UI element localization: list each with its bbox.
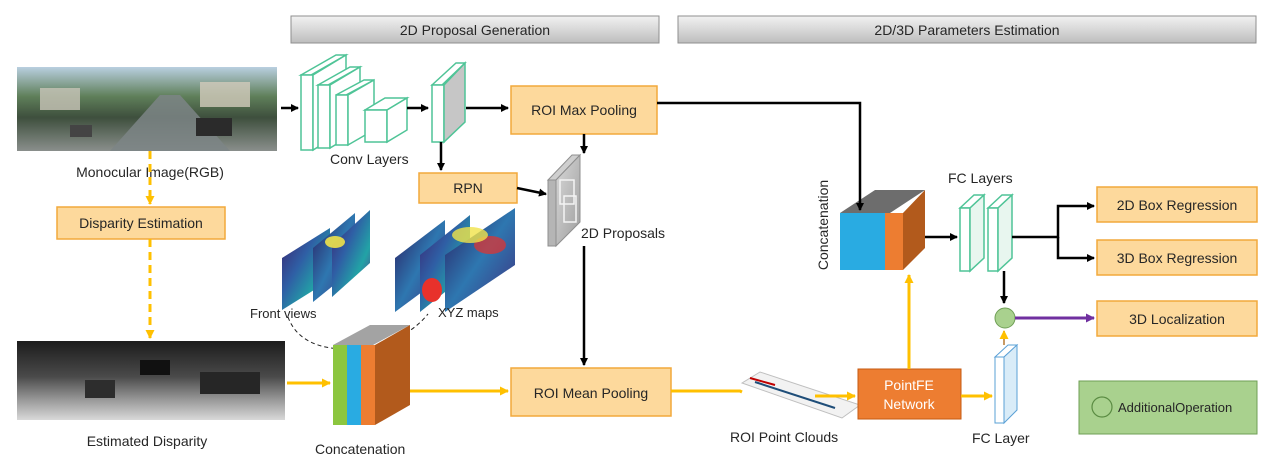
- box-2d-regression: 2D Box Regression: [1096, 186, 1258, 223]
- box-2d-regression-label: 2D Box Regression: [1117, 197, 1238, 213]
- yellow-arrows: [145, 151, 993, 401]
- bottom-concatenation-label: Concatenation: [315, 441, 405, 457]
- front-views-maps: [282, 210, 370, 310]
- localization-3d: 3D Localization: [1096, 300, 1258, 337]
- header-proposal-generation: 2D Proposal Generation: [290, 15, 660, 44]
- xyz-maps-label: XYZ maps: [438, 305, 499, 320]
- fc-layers-label: FC Layers: [948, 170, 1013, 186]
- disparity-estimation-label: Disparity Estimation: [79, 215, 203, 231]
- rpn-box: RPN: [418, 172, 518, 204]
- proposals-2d-graphic: [546, 153, 582, 248]
- right-concatenation-block: [840, 190, 925, 270]
- box-3d-regression: 3D Box Regression: [1096, 239, 1258, 276]
- roi-point-clouds-label: ROI Point Clouds: [730, 429, 838, 445]
- conv-layers-label: Conv Layers: [330, 151, 409, 167]
- monocular-image: [17, 67, 277, 151]
- rpn-label: RPN: [453, 180, 483, 196]
- pointfe-label-line1: PointFE: [884, 377, 934, 393]
- roi-mean-pooling-label: ROI Mean Pooling: [534, 385, 648, 401]
- header-proposal-generation-label: 2D Proposal Generation: [400, 22, 550, 38]
- pointfe-label-line2: Network: [883, 396, 935, 412]
- header-parameters-estimation-label: 2D/3D Parameters Estimation: [874, 22, 1059, 38]
- front-views-label: Front views: [250, 306, 317, 321]
- xyz-maps: [395, 208, 515, 312]
- disparity-estimation-box: Disparity Estimation: [56, 206, 226, 240]
- pointfe-network-box: PointFE Network: [857, 368, 962, 420]
- box-3d-regression-label: 3D Box Regression: [1117, 250, 1238, 266]
- feature-map: [430, 61, 467, 144]
- roi-max-pooling-label: ROI Max Pooling: [531, 102, 637, 118]
- conv-layers: [298, 53, 410, 152]
- legend: AdditionalOperation: [1078, 380, 1258, 435]
- legend-circle-icon: [1091, 396, 1113, 418]
- estimated-disparity-label: Estimated Disparity: [87, 433, 208, 449]
- estimated-disparity-image: [17, 341, 285, 420]
- right-concatenation-label: Concatenation: [815, 180, 831, 270]
- proposals-2d-label: 2D Proposals: [581, 225, 665, 241]
- bottom-concatenation-block: [333, 325, 410, 425]
- header-parameters-estimation: 2D/3D Parameters Estimation: [677, 15, 1257, 44]
- additional-operation-node: [994, 307, 1016, 329]
- fc-layers-block: [958, 193, 1014, 273]
- legend-label: AdditionalOperation: [1118, 400, 1232, 415]
- localization-3d-label: 3D Localization: [1129, 311, 1225, 327]
- fc-layer-label: FC Layer: [972, 430, 1030, 446]
- roi-mean-pooling-box: ROI Mean Pooling: [510, 367, 672, 417]
- roi-max-pooling-box: ROI Max Pooling: [510, 85, 658, 135]
- black-arrows: [281, 101, 1095, 366]
- fc-layer-block: [993, 343, 1019, 425]
